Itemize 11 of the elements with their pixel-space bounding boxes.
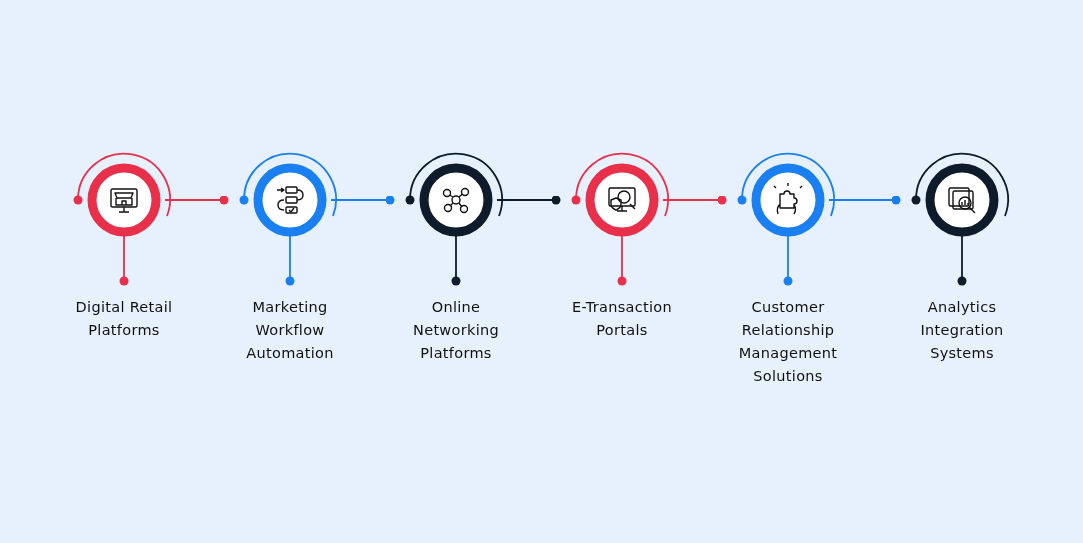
connector-line — [662, 195, 727, 205]
connector-line — [164, 195, 229, 205]
node-label: Marketing Workflow Automation — [245, 298, 335, 363]
connector-line — [828, 195, 901, 205]
node-label: Online Networking Platforms — [412, 298, 500, 363]
connector-line — [496, 195, 561, 205]
connector-line — [330, 195, 395, 205]
node-label: E-Transaction Portals — [571, 298, 673, 340]
node-label: Customer Relationship Management Solutions — [737, 298, 839, 386]
node-label: Analytics Integration Systems — [919, 298, 1005, 363]
node-label: Digital Retail Platforms — [74, 298, 174, 340]
